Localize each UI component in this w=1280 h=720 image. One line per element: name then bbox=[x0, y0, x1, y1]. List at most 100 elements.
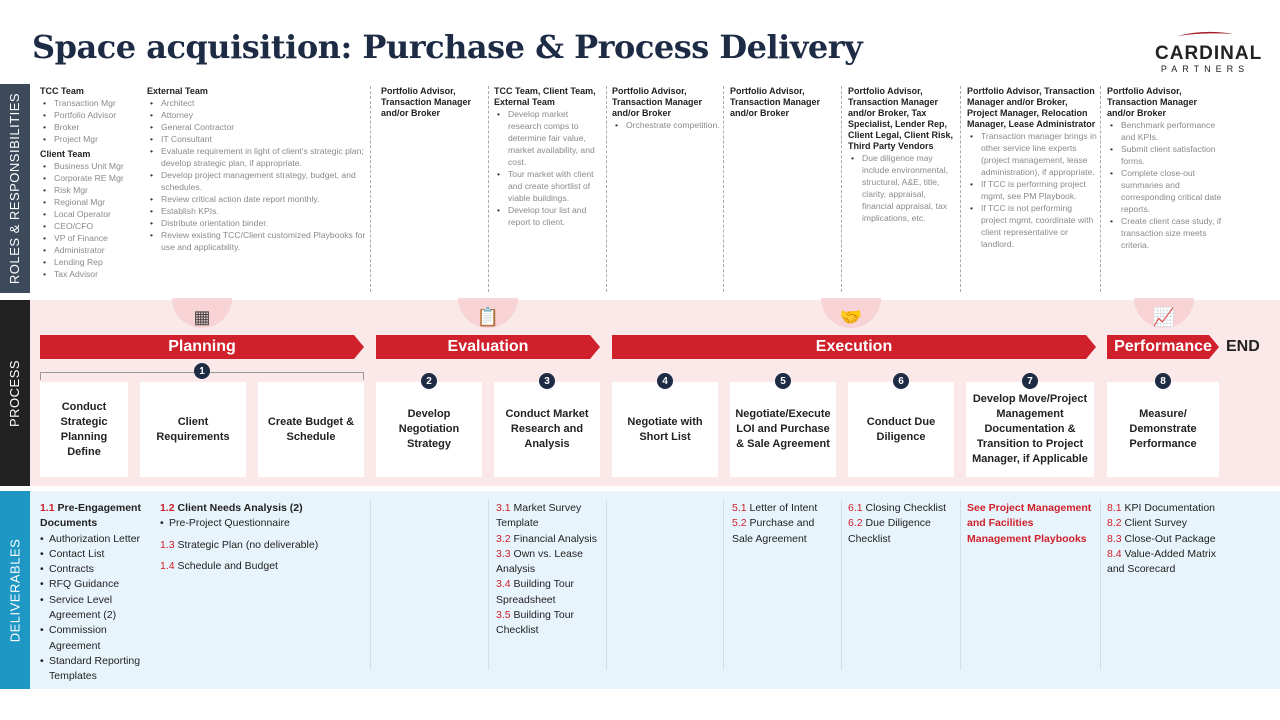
deliverable-item: See Project Management and Facilities Ma… bbox=[967, 501, 1097, 547]
deliverable-text: Building Tour Checklist bbox=[496, 609, 575, 637]
roles-column: Portfolio Advisor, Transaction Manager a… bbox=[1107, 86, 1227, 251]
column-divider bbox=[723, 500, 724, 670]
deliverable-code: 3.3 bbox=[496, 547, 511, 560]
bar-chart-growth-icon: 📈 bbox=[1152, 306, 1176, 327]
deliverable-code: 8.2 bbox=[1107, 517, 1122, 530]
roles-column: Portfolio Advisor, Transaction Manager a… bbox=[848, 86, 956, 224]
deliverable-text: Client Needs Analysis (2) bbox=[177, 502, 303, 514]
role-group-title: Portfolio Advisor, Transaction Manager a… bbox=[381, 86, 472, 118]
deliverable-text: Letter of Intent bbox=[749, 502, 818, 514]
deliverable-bullet: Standard Reporting Templates bbox=[40, 654, 152, 685]
role-item: General Contractor bbox=[147, 121, 367, 133]
process-step: Create Budget & Schedule bbox=[258, 382, 364, 477]
deliverable-bullet: Service Level Agreement (2) bbox=[40, 593, 152, 624]
phase-evaluation: Evaluation bbox=[376, 335, 600, 359]
process-band-label: PROCESS bbox=[0, 300, 30, 486]
deliverable-item: 8.3 Close-Out Package bbox=[1107, 532, 1232, 547]
logo-name: CARDINAL bbox=[1155, 43, 1263, 64]
column-divider bbox=[488, 500, 489, 670]
column-divider bbox=[841, 86, 842, 292]
deliverable-item: 8.4 Value-Added Matrix and Scorecard bbox=[1107, 547, 1232, 578]
roles-column: Portfolio Advisor, Transaction Manager a… bbox=[612, 86, 720, 131]
role-item: Project Mgr bbox=[40, 133, 143, 145]
role-item: Tax Advisor bbox=[40, 268, 143, 280]
step-number-badge: 2 bbox=[421, 373, 437, 389]
column-divider bbox=[960, 86, 961, 292]
column-divider bbox=[960, 500, 961, 670]
role-group-title: Portfolio Advisor, Transaction Manager a… bbox=[730, 86, 821, 118]
deliverable-text: Value-Added Matrix and Scorecard bbox=[1107, 547, 1216, 576]
process-step: Conduct Market Research and Analysis bbox=[494, 382, 600, 477]
deliverable-text: Closing Checklist bbox=[865, 502, 947, 514]
deliverable-item: 6.1 Closing Checklist bbox=[848, 501, 956, 516]
deliverable-code: 1.3 bbox=[160, 538, 175, 551]
column-divider bbox=[370, 500, 371, 670]
deliverable-code: See Project Management and Facilities Ma… bbox=[967, 502, 1092, 545]
deliverable-item: 3.3 Own vs. Lease Analysis bbox=[496, 547, 604, 578]
deliverable-item: 3.2 Financial Analysis bbox=[496, 532, 604, 547]
deliverable-text: Own vs. Lease Analysis bbox=[496, 547, 583, 576]
role-item: Portfolio Advisor bbox=[40, 109, 143, 121]
column-divider bbox=[606, 86, 607, 292]
process-step: Negotiate with Short List bbox=[612, 382, 718, 477]
deliverable-item: 1.4 Schedule and Budget bbox=[160, 559, 365, 574]
deliverable-item: 1.3 Strategic Plan (no deliverable) bbox=[160, 538, 365, 553]
role-item: Benchmark performance and KPIs. bbox=[1107, 119, 1227, 143]
role-item: Broker bbox=[40, 121, 143, 133]
deliverable-bullet: Authorization Letter bbox=[40, 532, 152, 548]
role-item: Regional Mgr bbox=[40, 196, 143, 208]
role-item: If TCC is not performing project mgmt, c… bbox=[967, 202, 1099, 250]
role-group-title: Portfolio Advisor, Transaction Manager a… bbox=[1107, 86, 1198, 118]
process-label-text: PROCESS bbox=[7, 359, 23, 427]
role-item: CEO/CFO bbox=[40, 220, 143, 232]
deliverable-text: Close-Out Package bbox=[1124, 532, 1216, 545]
handshake-icon: 🤝 bbox=[839, 306, 863, 327]
cardinal-bird-icon bbox=[1177, 31, 1233, 36]
deliverable-item: 3.4 Building Tour Spreadsheet bbox=[496, 577, 604, 608]
deliverable-item: 1.1 Pre-Engagement Documents bbox=[40, 501, 152, 532]
role-list: Orchestrate competition. bbox=[612, 119, 720, 131]
deliverable-code: 1.4 bbox=[160, 559, 175, 572]
roles-column: Portfolio Advisor, Transaction Manager a… bbox=[381, 86, 486, 119]
role-list: Business Unit MgrCorporate RE MgrRisk Mg… bbox=[40, 160, 143, 280]
column-divider bbox=[370, 86, 371, 292]
process-step: Client Requirements bbox=[140, 382, 246, 477]
deliverable-text: Client Survey bbox=[1124, 517, 1187, 530]
deliverable-code: 3.4 bbox=[496, 578, 511, 591]
deliverable-code: 8.3 bbox=[1107, 532, 1122, 545]
role-item: Due diligence may include environmental,… bbox=[848, 152, 956, 224]
deliverable-text: Building Tour Spreadsheet bbox=[496, 578, 575, 606]
role-list: Transaction manager brings in other serv… bbox=[967, 130, 1099, 250]
role-group-title: TCC Team, Client Team, External Team bbox=[494, 86, 596, 107]
deliverable-item: 6.2 Due Diligence Checklist bbox=[848, 516, 956, 547]
deliverable-code: 8.1 bbox=[1107, 502, 1122, 514]
step-number-badge: 3 bbox=[539, 373, 555, 389]
role-item: Tour market with client and create short… bbox=[494, 168, 602, 204]
step-number-badge: 1 bbox=[194, 363, 210, 379]
step-number-badge: 7 bbox=[1022, 373, 1038, 389]
process-step: Negotiate/Execute LOI and Purchase & Sal… bbox=[730, 382, 836, 477]
deliverable-bullet: Contact List bbox=[40, 547, 152, 563]
role-item: Lending Rep bbox=[40, 256, 143, 268]
roles-column: External TeamArchitectAttorneyGeneral Co… bbox=[147, 86, 367, 253]
column-divider bbox=[606, 500, 607, 670]
role-list: Transaction MgrPortfolio AdvisorBrokerPr… bbox=[40, 97, 143, 145]
phase-performance: Performance bbox=[1107, 335, 1219, 359]
role-item: Corporate RE Mgr bbox=[40, 172, 143, 184]
roles-label-text: ROLES & RESPONSIBILITIES bbox=[7, 92, 23, 285]
role-item: Distribute orientation binder. bbox=[147, 217, 367, 229]
column-divider bbox=[1100, 500, 1101, 670]
role-list: Due diligence may include environmental,… bbox=[848, 152, 956, 224]
role-item: Establish KPIs. bbox=[147, 205, 367, 217]
deliverable-bullet: Contracts bbox=[40, 562, 152, 578]
step-number-badge: 5 bbox=[775, 373, 791, 389]
role-item: Evaluate requirement in light of client'… bbox=[147, 145, 367, 169]
role-group-title: Portfolio Advisor, Transaction Manager a… bbox=[848, 86, 954, 151]
column-divider bbox=[488, 86, 489, 292]
deliverable-code: 1.1 bbox=[40, 502, 55, 514]
role-item: Develop tour list and report to client. bbox=[494, 204, 602, 228]
clipboard-pen-icon: 📋 bbox=[476, 306, 500, 327]
role-item: Orchestrate competition. bbox=[612, 119, 720, 131]
deliverable-text: Strategic Plan (no deliverable) bbox=[177, 538, 319, 551]
